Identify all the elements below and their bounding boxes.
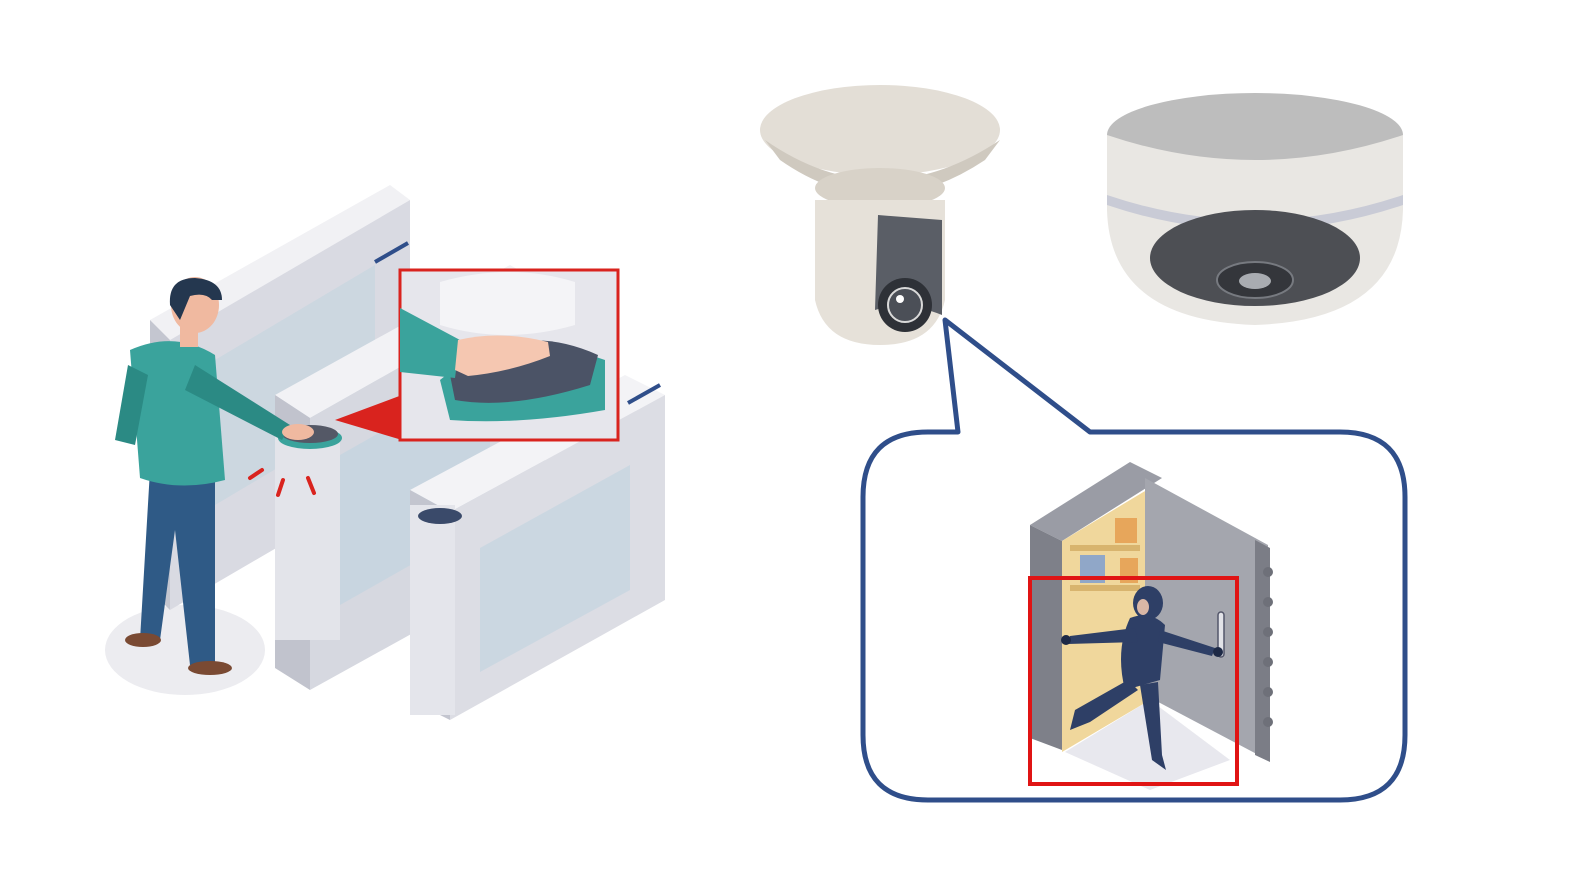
dome-camera-icon (1107, 93, 1403, 325)
intruder-face (1137, 599, 1149, 615)
person-hair (169, 278, 222, 320)
intruder-icon (1061, 586, 1223, 770)
dome-band (1107, 195, 1403, 230)
intruder-glove-left (1061, 635, 1071, 645)
front-gate-accent (627, 383, 661, 405)
person-torso (130, 341, 225, 486)
person-back-arm (115, 365, 148, 445)
zoom-gate-top (440, 272, 575, 335)
vault-floor-shadow (1065, 700, 1230, 790)
intruder-glove-right (1213, 647, 1223, 657)
dome-lens (1239, 273, 1271, 289)
zoom-hand (455, 335, 550, 376)
ptz-camera-icon (760, 85, 1000, 345)
person-icon (115, 277, 314, 675)
intruder-arm-left (1068, 628, 1138, 644)
vault-shelf-1 (1070, 545, 1140, 551)
ptz-lens-glint (896, 295, 904, 303)
vault-frame-left (1030, 525, 1062, 750)
ptz-lens (887, 287, 923, 323)
person-legs (140, 470, 215, 665)
palm-scan-zoom-callout (335, 268, 620, 442)
front-gate-pillar (410, 505, 455, 715)
zoom-sleeve (400, 308, 460, 378)
scan-signal-marks (248, 468, 316, 497)
vault-shelf-2 (1070, 585, 1140, 591)
ptz-mount-top (760, 85, 1000, 175)
dome-window (1150, 210, 1360, 306)
front-gate-scanner (418, 508, 462, 524)
intruder-arm-right (1158, 630, 1215, 656)
mid-gate-pillar (275, 430, 340, 640)
intruder-body (1121, 615, 1165, 690)
person-shoe-left (125, 633, 161, 647)
person-shoe-right (188, 661, 232, 675)
vault-door-edge (1255, 540, 1270, 762)
detection-box (1028, 576, 1239, 786)
front-gate-glass (480, 465, 630, 672)
ptz-neck (815, 168, 945, 208)
vault-box-1 (1115, 518, 1137, 543)
vault-handle (1217, 611, 1225, 658)
zoom-pointer (335, 395, 402, 440)
person-hand (282, 424, 314, 440)
back-gate-accent (374, 241, 409, 264)
vault-frame-top (1030, 462, 1162, 541)
intruder-leg-left (1070, 680, 1138, 730)
intruder-leg-right (1140, 682, 1166, 770)
vault-bolts (1263, 567, 1273, 727)
person-arm (185, 365, 290, 440)
